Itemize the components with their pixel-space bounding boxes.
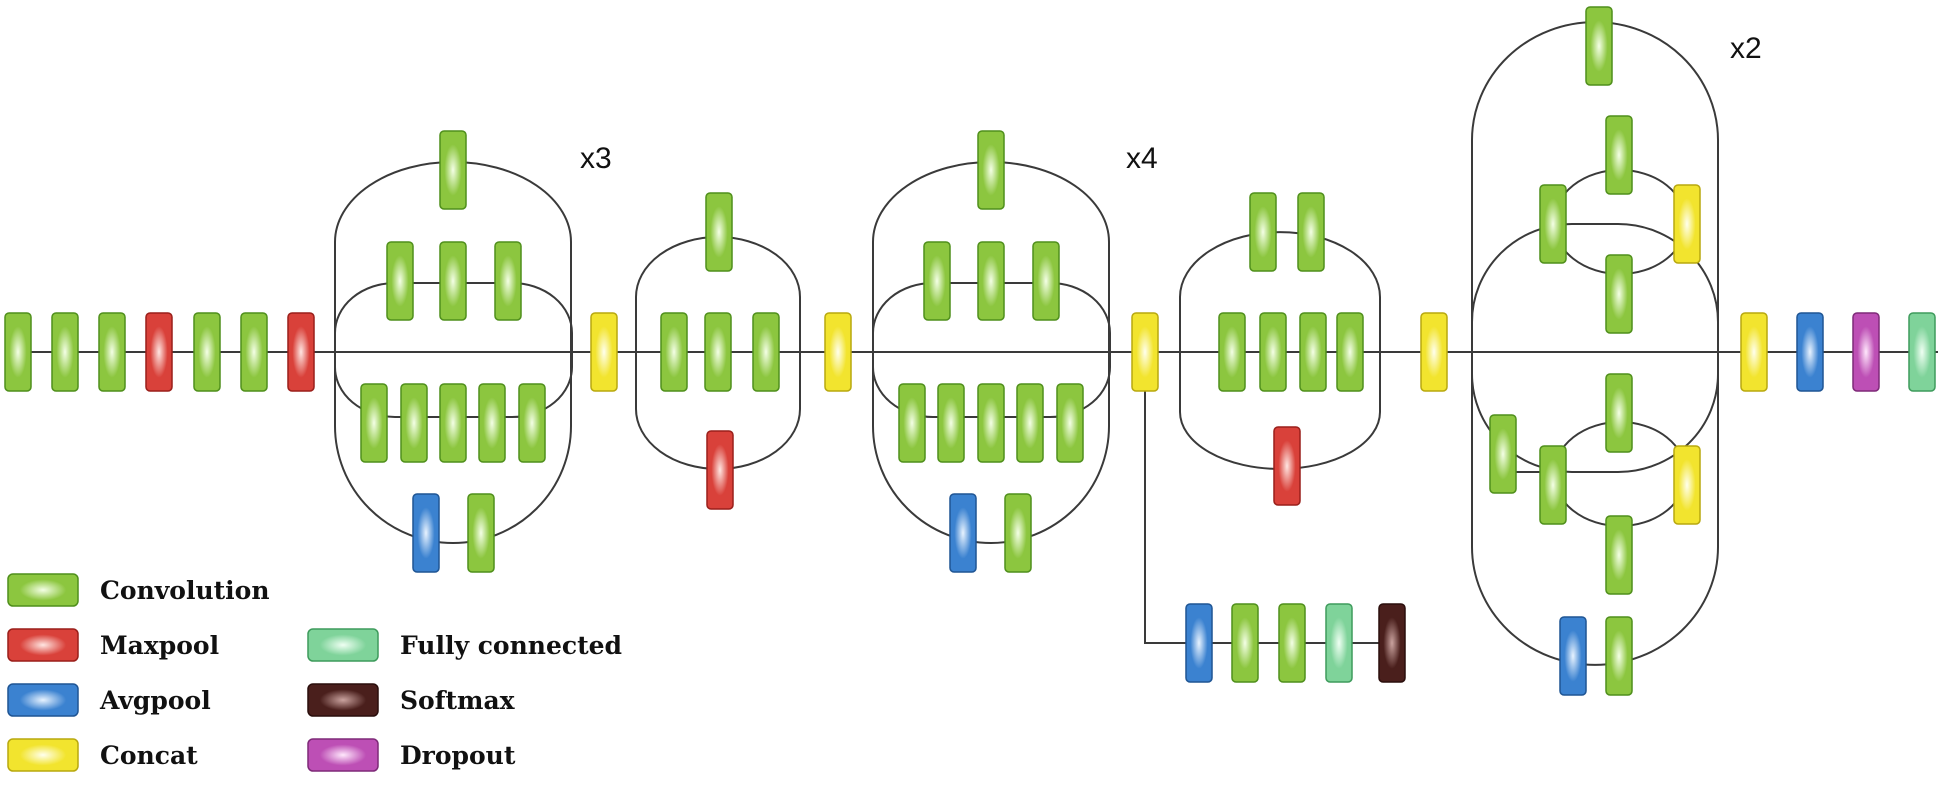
module-e-loops xyxy=(1471,21,1719,666)
softmax-block xyxy=(1378,603,1406,683)
conv-block xyxy=(1004,493,1032,573)
legend-label-dropout: Dropout xyxy=(400,741,516,770)
conv-block xyxy=(1489,414,1517,494)
avgpool-block xyxy=(1559,616,1587,696)
conv-block xyxy=(439,241,467,321)
conv-block xyxy=(704,312,732,392)
legend-swatch-avgpool xyxy=(7,683,79,717)
conv-block xyxy=(360,383,388,463)
conv-block xyxy=(1218,312,1246,392)
concat-block xyxy=(590,312,618,392)
maxpool-block xyxy=(706,430,734,510)
conv-block xyxy=(1278,603,1306,683)
aux-branch-wire xyxy=(1144,352,1392,644)
conv-block xyxy=(977,241,1005,321)
concat-block xyxy=(1673,445,1701,525)
legend-label-softmax: Softmax xyxy=(400,686,516,715)
conv-block xyxy=(1605,254,1633,334)
dropout-block xyxy=(1852,312,1880,392)
conv-block xyxy=(1259,312,1287,392)
conv-block xyxy=(1336,312,1364,392)
conv-block xyxy=(386,241,414,321)
layer-blocks xyxy=(4,6,1936,696)
conv-block xyxy=(1056,383,1084,463)
conv-block xyxy=(660,312,688,392)
legend-swatch-softmax xyxy=(307,683,379,717)
legend-swatch-concat xyxy=(7,738,79,772)
avgpool-block xyxy=(949,493,977,573)
conv-block xyxy=(51,312,79,392)
conv-block xyxy=(1539,184,1567,264)
concat-block xyxy=(1420,312,1448,392)
conv-block xyxy=(1231,603,1259,683)
conv-block xyxy=(705,192,733,272)
legend-label-maxpool: Maxpool xyxy=(100,631,219,660)
repeat-label-x2: x2 xyxy=(1730,32,1762,65)
concat-block xyxy=(1673,184,1701,264)
conv-block xyxy=(977,383,1005,463)
legend-swatch-conv xyxy=(7,573,79,607)
fc-block xyxy=(1908,312,1936,392)
avgpool-block xyxy=(1185,603,1213,683)
legend-label-concat: Concat xyxy=(100,741,198,770)
conv-block xyxy=(400,383,428,463)
conv-block xyxy=(977,130,1005,210)
concat-block xyxy=(1740,312,1768,392)
conv-block xyxy=(1299,312,1327,392)
conv-block xyxy=(98,312,126,392)
legend-label-fc: Fully connected xyxy=(400,631,622,660)
conv-block xyxy=(1605,515,1633,595)
conv-block xyxy=(467,493,495,573)
legend-swatch-maxpool xyxy=(7,628,79,662)
legend-label-avgpool: Avgpool xyxy=(99,686,211,715)
avgpool-block xyxy=(1796,312,1824,392)
repeat-label-x3: x3 xyxy=(580,142,612,175)
conv-block xyxy=(4,312,32,392)
conv-block xyxy=(478,383,506,463)
conv-block xyxy=(937,383,965,463)
conv-block xyxy=(1016,383,1044,463)
concat-block xyxy=(824,312,852,392)
maxpool-block xyxy=(145,312,173,392)
conv-block xyxy=(439,383,467,463)
conv-block xyxy=(1539,445,1567,525)
legend-label-conv: Convolution xyxy=(100,576,270,605)
conv-block xyxy=(518,383,546,463)
conv-block xyxy=(494,241,522,321)
conv-block xyxy=(240,312,268,392)
fc-block xyxy=(1325,603,1353,683)
conv-block xyxy=(1605,373,1633,453)
legend-swatch-dropout xyxy=(307,738,379,772)
repeat-label-x4: x4 xyxy=(1126,142,1158,175)
conv-block xyxy=(752,312,780,392)
conv-block xyxy=(898,383,926,463)
conv-block xyxy=(1249,192,1277,272)
maxpool-block xyxy=(1273,426,1301,506)
avgpool-block xyxy=(412,493,440,573)
conv-block xyxy=(1605,115,1633,195)
conv-block xyxy=(439,130,467,210)
maxpool-block xyxy=(287,312,315,392)
conv-block xyxy=(1297,192,1325,272)
conv-block xyxy=(193,312,221,392)
conv-block xyxy=(923,241,951,321)
conv-block xyxy=(1032,241,1060,321)
conv-block xyxy=(1585,6,1613,86)
legend-swatch-fc xyxy=(307,628,379,662)
concat-block xyxy=(1131,312,1159,392)
conv-block xyxy=(1605,616,1633,696)
